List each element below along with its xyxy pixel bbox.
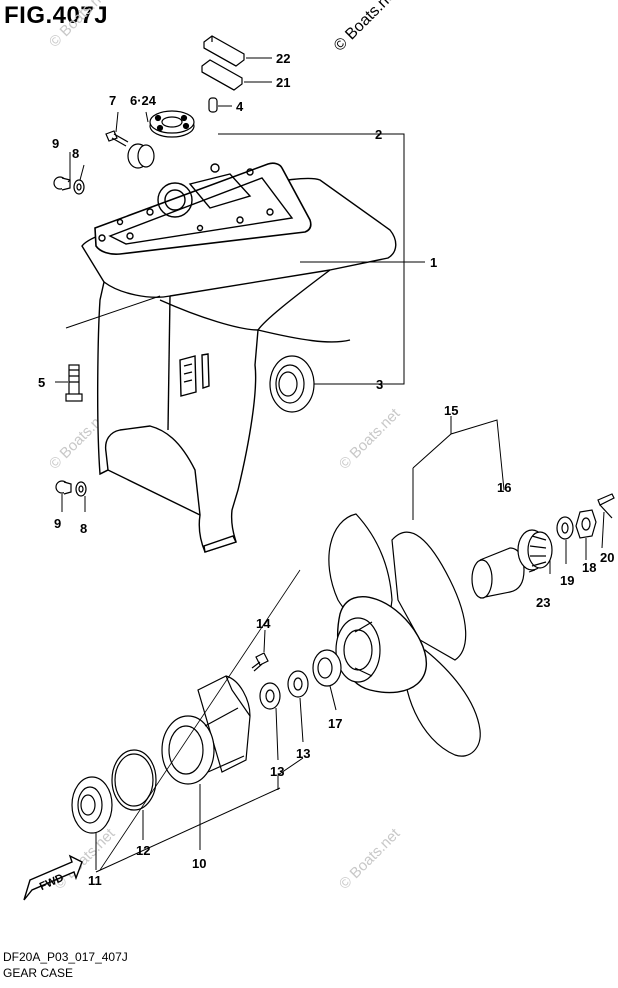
- callout-13-left: 13: [270, 764, 284, 779]
- figure-title: FIG.407J: [4, 2, 109, 29]
- callout-1: 1: [430, 255, 437, 270]
- callout-4: 4: [236, 99, 244, 114]
- parts-top: [53, 35, 315, 497]
- watermark-top: © Boats.net: [331, 0, 403, 55]
- callout-20: 20: [600, 550, 614, 565]
- watermark-3: © Boats.net: [336, 405, 404, 473]
- callout-15: 15: [444, 403, 458, 418]
- callout-7: 7: [109, 93, 116, 108]
- callout-17: 17: [328, 716, 342, 731]
- callout-13-right: 13: [296, 746, 310, 761]
- callout-12: 12: [136, 843, 150, 858]
- callout-8-upper: 8: [72, 146, 79, 161]
- callout-9-upper: 9: [52, 136, 59, 151]
- gear-case-body: [81, 162, 397, 553]
- callout-5: 5: [38, 375, 45, 390]
- callouts: 22 21 4 6·24 7 2 9 8 1 5 3 15 16 9 8 20 …: [38, 51, 614, 888]
- callout-14: 14: [256, 616, 271, 631]
- callout-9-lower: 9: [54, 516, 61, 531]
- callout-23: 23: [536, 595, 550, 610]
- callout-22: 22: [276, 51, 290, 66]
- callout-11: 11: [88, 873, 102, 888]
- callout-2: 2: [375, 127, 382, 142]
- callout-19: 19: [560, 573, 574, 588]
- callout-21: 21: [276, 75, 290, 90]
- lower-parts: [71, 649, 342, 834]
- callout-16: 16: [497, 480, 511, 495]
- callout-8-lower: 8: [80, 521, 87, 536]
- watermark-5: © Boats.net: [336, 825, 404, 893]
- callout-6-24: 6·24: [130, 93, 157, 108]
- propeller-assembly: [328, 493, 615, 757]
- diagram-caption: GEAR CASE: [3, 966, 74, 980]
- callout-10: 10: [192, 856, 206, 871]
- diagram-code: DF20A_P03_017_407J: [3, 950, 128, 964]
- callout-3: 3: [376, 377, 383, 392]
- watermark-1: © Boats.net: [46, 0, 114, 51]
- leader-lines: [55, 57, 605, 873]
- callout-18: 18: [582, 560, 596, 575]
